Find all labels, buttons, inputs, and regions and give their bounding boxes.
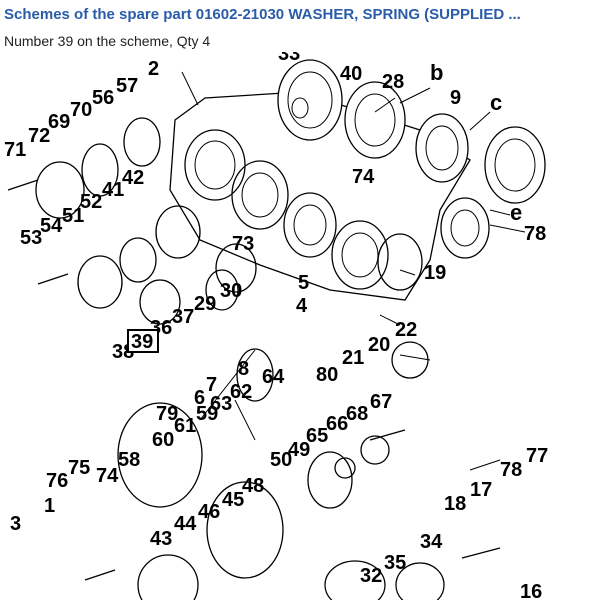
callout-34: 34 — [420, 531, 443, 553]
callout-16: 16 — [520, 581, 542, 600]
callout-52: 52 — [80, 191, 102, 213]
marker-c: c — [490, 90, 502, 115]
callout-71: 71 — [4, 139, 26, 161]
page-title[interactable]: Schemes of the spare part 01602-21030 WA… — [4, 6, 521, 23]
callout-72: 72 — [28, 125, 50, 147]
callout-7: 7 — [206, 374, 217, 396]
callout-8: 8 — [238, 358, 249, 380]
callout-51: 51 — [62, 205, 84, 227]
callout-49: 49 — [288, 439, 310, 461]
callout-70: 70 — [70, 99, 92, 121]
callout-79: 79 — [156, 403, 178, 425]
marker-e: e — [510, 200, 522, 225]
highlighted-callout-39[interactable]: 39 — [127, 329, 159, 353]
callout-58: 58 — [118, 449, 140, 471]
callout-62: 62 — [230, 381, 252, 403]
callout-40: 40 — [340, 63, 362, 85]
callout-77: 77 — [526, 445, 548, 467]
callout-74-bottom: 74 — [96, 465, 119, 487]
callout-18: 18 — [444, 493, 466, 515]
callout-76: 76 — [46, 470, 68, 492]
callout-56: 56 — [92, 87, 114, 109]
callout-74-top: 74 — [352, 166, 375, 188]
callout-9: 9 — [450, 87, 461, 109]
callout-labels: 2 33 40 28 9 57 56 70 69 72 71 42 41 52 … — [4, 52, 548, 600]
callout-66: 66 — [326, 413, 348, 435]
callout-37: 37 — [172, 306, 194, 328]
callout-5: 5 — [298, 272, 309, 294]
callout-73: 73 — [232, 233, 254, 255]
leader-lines — [181, 71, 526, 471]
callout-2: 2 — [148, 58, 159, 80]
callout-21: 21 — [342, 347, 364, 369]
callout-17: 17 — [470, 479, 492, 501]
callout-6: 6 — [194, 387, 205, 409]
callout-42: 42 — [122, 167, 144, 189]
callout-30: 30 — [220, 280, 242, 302]
callout-46: 46 — [198, 501, 220, 523]
callout-63: 63 — [210, 393, 232, 415]
gear-c — [484, 126, 546, 204]
highlighted-label: 39 — [131, 331, 153, 353]
callout-28: 28 — [382, 71, 404, 93]
callout-75: 75 — [68, 457, 90, 479]
callout-68: 68 — [346, 403, 368, 425]
callout-32: 32 — [360, 565, 382, 587]
callout-50: 50 — [270, 449, 292, 471]
callout-59: 59 — [196, 403, 218, 425]
callout-29: 29 — [194, 293, 216, 315]
callout-43: 43 — [150, 528, 172, 550]
callout-35: 35 — [384, 552, 406, 574]
callout-4: 4 — [296, 295, 308, 317]
lower-parts — [84, 341, 501, 600]
callout-60: 60 — [152, 429, 174, 451]
gear-28 — [344, 81, 406, 159]
callout-57: 57 — [116, 75, 138, 97]
callout-78-right: 78 — [524, 223, 546, 245]
callout-53: 53 — [20, 227, 42, 249]
callout-1: 1 — [44, 495, 55, 517]
gear-e — [440, 197, 490, 259]
callout-64: 64 — [262, 366, 285, 388]
callout-65: 65 — [306, 425, 328, 447]
gear-40 — [277, 59, 343, 141]
exploded-parts-scheme: 2 33 40 28 9 57 56 70 69 72 71 42 41 52 … — [4, 52, 548, 600]
callout-33: 33 — [278, 52, 300, 65]
callout-54: 54 — [40, 215, 63, 237]
callout-69: 69 — [48, 111, 70, 133]
callout-44: 44 — [174, 513, 197, 535]
callout-48: 48 — [242, 475, 264, 497]
callout-20: 20 — [368, 334, 390, 356]
page-subtitle: Number 39 on the scheme, Qty 4 — [4, 33, 211, 49]
callout-61: 61 — [174, 415, 196, 437]
left-parts — [7, 117, 257, 325]
callout-80: 80 — [316, 364, 338, 386]
callout-67: 67 — [370, 391, 392, 413]
callout-22: 22 — [395, 319, 417, 341]
gear-9 — [415, 113, 469, 183]
callout-41: 41 — [102, 179, 124, 201]
callout-3: 3 — [10, 513, 21, 535]
marker-b: b — [430, 60, 443, 85]
callout-45: 45 — [222, 489, 244, 511]
callout-19: 19 — [424, 262, 446, 284]
callout-78-bottom: 78 — [500, 459, 522, 481]
